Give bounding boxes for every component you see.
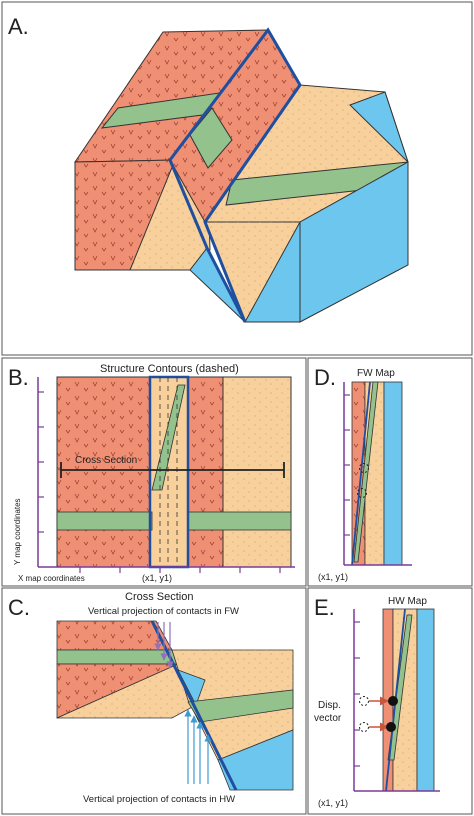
b-x-ticks <box>79 567 281 573</box>
e-y-ticks <box>354 621 360 767</box>
e-fw-contact-1 <box>359 696 369 706</box>
fault-trace-a <box>168 27 302 323</box>
e-disp-label-line2: vector <box>314 713 342 724</box>
c-fw-tan-texture <box>57 664 196 718</box>
c-hw-blue-upper <box>177 669 206 707</box>
hw-top-salmon-texture <box>170 30 300 222</box>
d-origin-label: (x1, y1) <box>318 572 348 582</box>
e-hw-contact-2 <box>386 722 396 732</box>
b-fault-strip-tan <box>150 377 188 567</box>
panel-b-frame <box>1 357 307 587</box>
panel-e-title: HW Map <box>388 596 427 607</box>
hw-side-blue <box>299 161 409 323</box>
c-fw-salmon-texture <box>57 621 172 650</box>
c-hw-note: Vertical projection of contacts in HW <box>83 794 235 805</box>
c-fw-projection-arrows <box>154 622 174 669</box>
d-contact-marker-1 <box>359 463 369 473</box>
d-map-blue <box>383 381 403 566</box>
e-hw-contact-1 <box>388 696 398 706</box>
panel-c-title: Cross Section <box>125 591 193 603</box>
panel-c: C. Cross Section Vertical projection of … <box>1 587 307 815</box>
b-x-axis-label: X map coordinates <box>18 574 85 583</box>
b-map-salmon-texture <box>57 377 223 567</box>
panel-e-frame <box>307 587 473 815</box>
c-fault-plane <box>150 620 238 791</box>
hw-top-green-bed <box>189 107 233 169</box>
c-fw-note: Vertical projection of contacts in FW <box>88 606 239 617</box>
panel-a: A. <box>1 1 473 356</box>
c-fw-green <box>56 649 179 665</box>
b-diagonal-green <box>151 384 186 491</box>
e-map-blue <box>416 608 435 792</box>
panel-c-frame <box>1 587 307 815</box>
b-y-ticks <box>38 391 44 533</box>
b-green-bed-left <box>56 511 153 531</box>
c-hw-projection-arrows <box>184 709 212 784</box>
b-map-tan-texture <box>223 377 291 567</box>
panel-d-frame <box>307 357 473 587</box>
b-origin-label: (x1, y1) <box>142 573 172 583</box>
panel-b: B. Structure Contours (dashed) Cross Sec… <box>1 357 307 587</box>
panel-c-label: C. <box>8 595 30 620</box>
b-y-axis-label: Y map coordinates <box>13 498 22 565</box>
d-y-ticks <box>344 394 350 536</box>
hw-top-blue <box>349 91 409 163</box>
panel-b-label: B. <box>8 365 29 390</box>
d-contact-marker-2 <box>357 488 367 498</box>
panel-a-label: A. <box>8 14 29 39</box>
fw-top-salmon-texture <box>75 30 268 162</box>
panel-d: D. FW Map (x1, y1) <box>307 357 473 587</box>
panel-e-label: E. <box>314 595 335 620</box>
panel-d-label: D. <box>314 365 336 390</box>
panel-a-frame <box>1 1 473 356</box>
c-hw-blue-lower <box>217 729 294 791</box>
e-fw-contact-2 <box>359 722 369 732</box>
e-disp-label-line1: Disp. <box>318 700 341 711</box>
panel-e: E. HW Map Disp. vector (x1, y1) <box>307 587 473 815</box>
panel-d-title: FW Map <box>357 368 395 379</box>
b-cross-section-label: Cross Section <box>75 455 137 466</box>
e-origin-label: (x1, y1) <box>318 798 348 808</box>
b-green-bed-right <box>187 511 292 531</box>
d-fault-line <box>351 381 371 566</box>
panel-b-title: Structure Contours (dashed) <box>100 363 239 375</box>
